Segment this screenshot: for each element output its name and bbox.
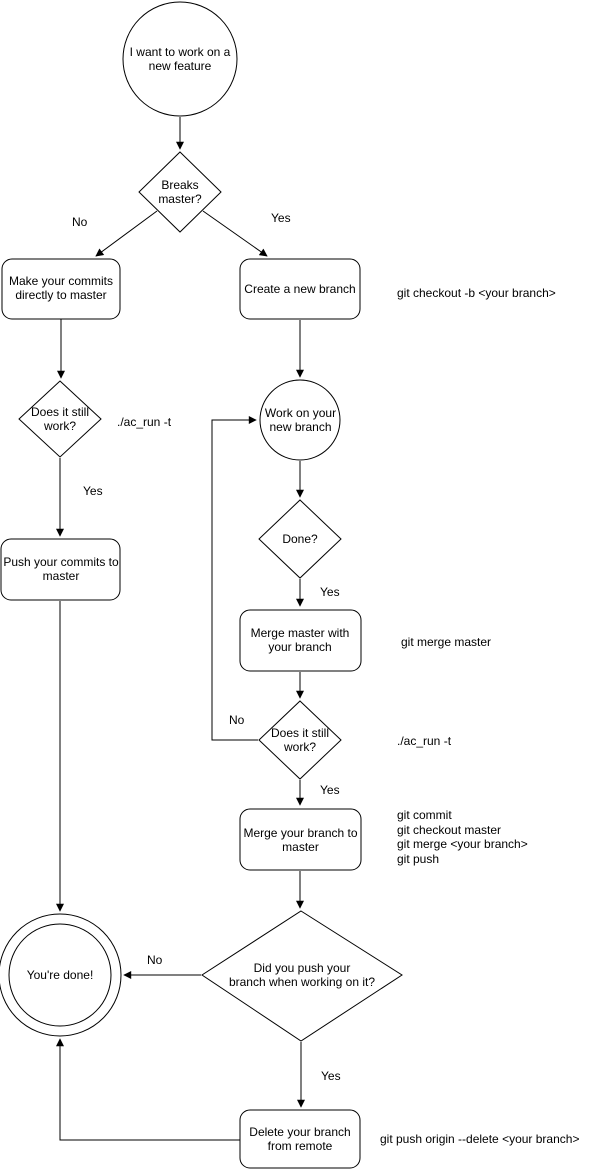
- edge-breaks-yes-to-create-branch: [202, 210, 268, 257]
- annotation-delete-remote-cmd: git push origin --delete <your branch>: [380, 1132, 580, 1146]
- push-commits-node: [0, 538, 121, 601]
- edge-does-it-work-2-no-to-work-on-branch: [211, 416, 258, 741]
- youre-done-node-inner: [8, 923, 112, 1027]
- edge-label-yes-work-1: Yes: [83, 484, 103, 498]
- edge-label-no-pushed: No: [147, 953, 163, 967]
- start-node-label: I want to work on a new feature: [129, 45, 231, 73]
- breaks-master-label: Breaks master?: [158, 178, 202, 206]
- merge-branch-label: Merge your branch to master: [243, 826, 358, 854]
- did-you-push-decision: [201, 910, 403, 1042]
- does-it-work-2-label: Does it still work?: [270, 726, 329, 754]
- annotation-cmd-line: git commit: [397, 808, 452, 822]
- youre-done-label: You're done!: [26, 968, 94, 982]
- merge-master-label: Merge master with your branch: [250, 626, 350, 654]
- breaks-master-decision: [138, 151, 222, 233]
- make-commits-node: [1, 258, 121, 320]
- work-on-branch-node: [259, 379, 341, 461]
- edge-label-no-work-2: No: [229, 713, 245, 727]
- did-you-push-label: Did you push your branch when working on…: [228, 961, 376, 989]
- done-decision: [258, 499, 342, 579]
- delete-branch-node: [239, 1109, 361, 1169]
- annotation-cmd-line: git checkout master: [397, 822, 502, 837]
- annotation-merge-branch-cmds: git commit git checkout master git merge…: [397, 808, 528, 866]
- edge-label-yes-work-2: Yes: [320, 783, 340, 797]
- done-label: Done?: [282, 532, 318, 546]
- push-commits-label: Push your commits to master: [3, 555, 119, 583]
- does-it-work-1-decision: [18, 380, 102, 458]
- edge-label-yes-pushed: Yes: [321, 1069, 341, 1083]
- delete-branch-label: Delete your branch from remote: [249, 1125, 351, 1153]
- does-it-work-2-decision: [258, 700, 342, 780]
- create-branch-label: Create a new branch: [244, 282, 356, 296]
- annotation-ac-run-2: ./ac_run -t: [397, 734, 452, 748]
- create-branch-node: [239, 258, 361, 320]
- merge-master-node: [239, 609, 362, 672]
- annotation-cmd-line: git push: [397, 851, 440, 866]
- edge-breaks-no-to-make-commits: [95, 210, 158, 257]
- does-it-work-1-label: Does it still work?: [30, 405, 89, 433]
- make-commits-label: Make your commits directly to master: [8, 274, 114, 302]
- work-on-branch-label: Work on your new branch: [264, 406, 337, 434]
- annotation-merge-master-cmd: git merge master: [401, 635, 492, 649]
- edge-label-yes-done: Yes: [320, 585, 340, 599]
- merge-branch-node: [239, 808, 362, 871]
- edge-delete-branch-to-youre-done: [56, 1038, 240, 1141]
- annotation-checkout-cmd: git checkout -b <your branch>: [397, 286, 556, 300]
- annotation-ac-run-1: ./ac_run -t: [117, 415, 172, 429]
- edge-label-yes-breaks: Yes: [271, 211, 291, 225]
- edge-label-no-breaks: No: [72, 215, 88, 229]
- start-node: [122, 1, 238, 117]
- annotation-cmd-line: git merge <your branch>: [397, 837, 528, 851]
